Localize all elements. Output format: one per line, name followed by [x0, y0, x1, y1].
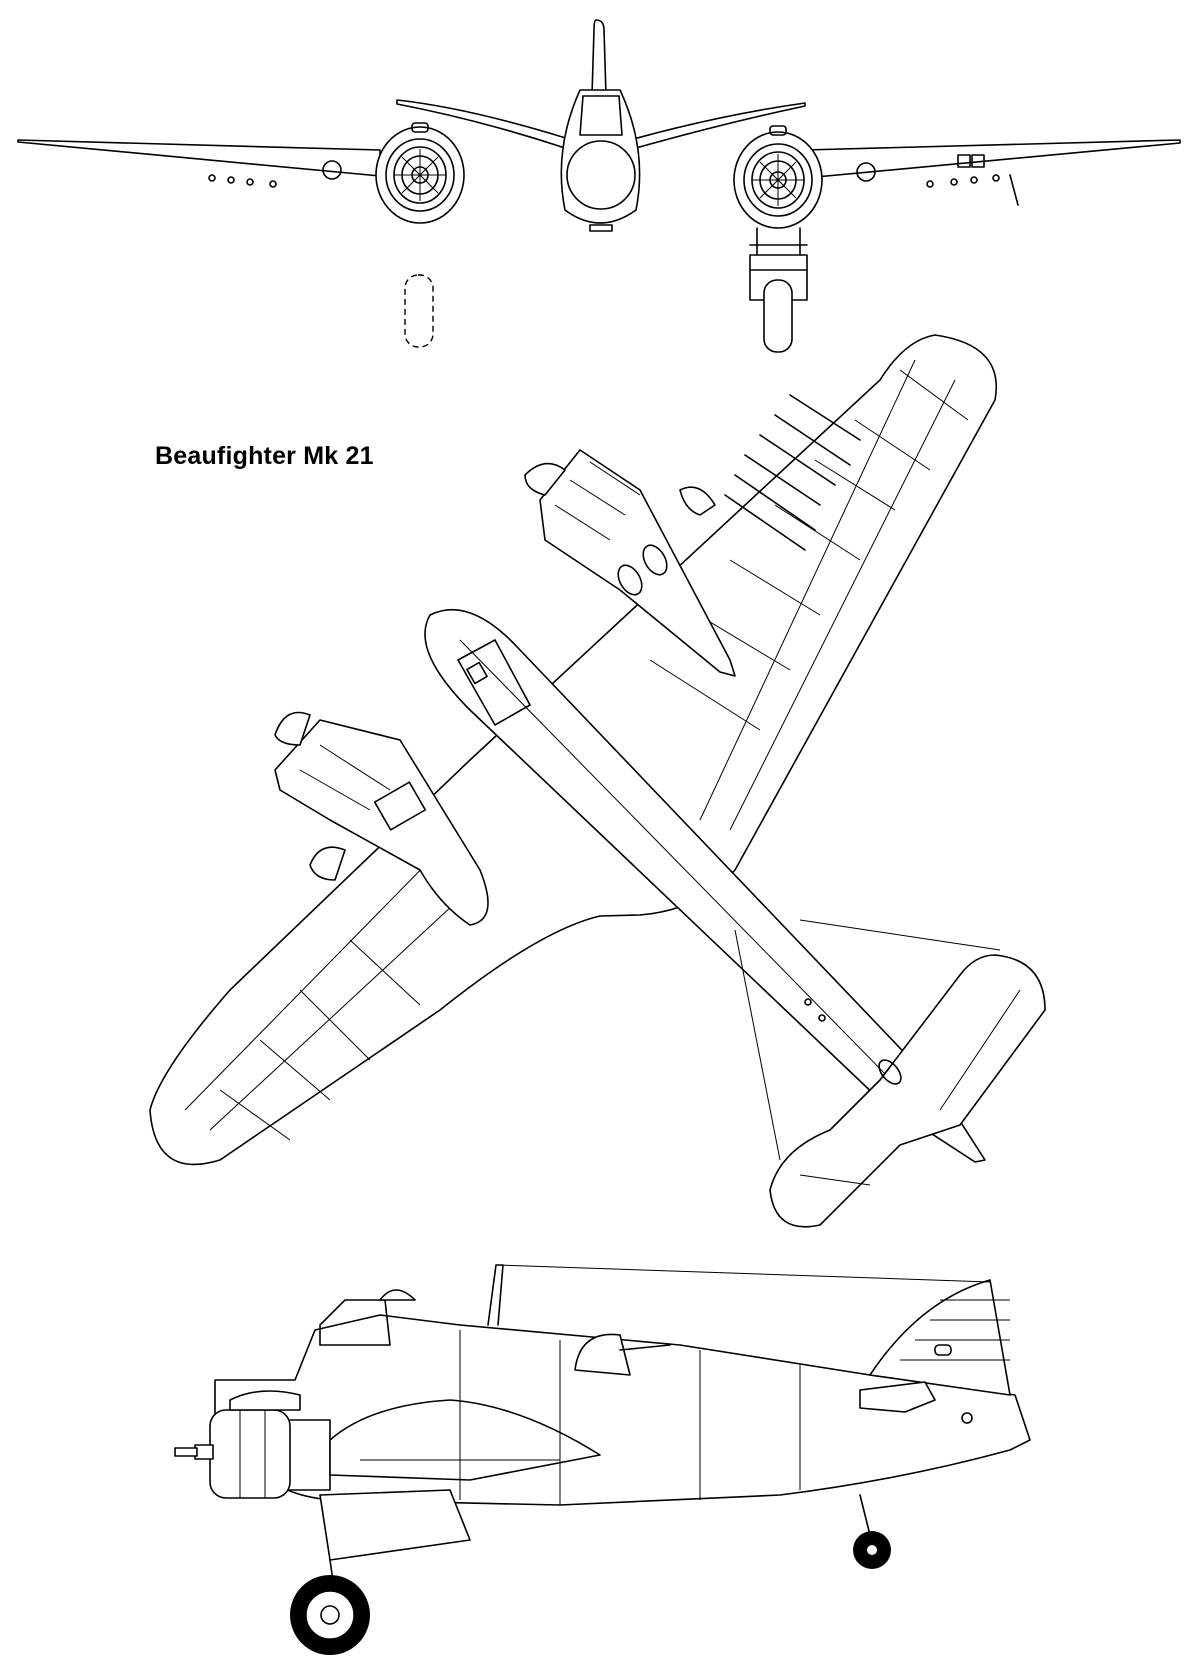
- plan-cockpit: [457, 639, 531, 726]
- front-left-roundel: [322, 160, 342, 180]
- front-right-wing: [804, 139, 1181, 179]
- plan-fuselage-detail-1: [804, 998, 812, 1006]
- front-right-roundel: [856, 162, 876, 182]
- plan-cockpit-window: [466, 661, 488, 685]
- front-left-engine: [375, 122, 465, 224]
- side-cockpit-blister: [379, 1289, 416, 1301]
- side-cockpit: [319, 1299, 391, 1346]
- side-engine: [174, 1390, 331, 1499]
- plan-left-nacelle: [274, 711, 489, 926]
- front-aerial-mast: [1009, 174, 1019, 206]
- side-rudder-lines: [900, 1299, 1010, 1361]
- side-tail-gear-leg: [859, 1494, 871, 1536]
- front-right-rocket-rails: [926, 174, 1000, 188]
- plan-fuselage-detail-2: [818, 1014, 826, 1022]
- plan-tailplane: [769, 954, 1046, 1228]
- plan-left-wing-spar-lines: [184, 849, 481, 1131]
- side-rear-gun: [619, 1344, 671, 1351]
- front-right-panel-2: [971, 154, 985, 168]
- side-tail-roundel: [961, 1412, 973, 1424]
- plan-view: [149, 334, 1046, 1228]
- front-nose-circle: [566, 140, 636, 210]
- front-view: [17, 19, 1181, 353]
- plan-right-wing-spar-lines: [699, 359, 956, 831]
- front-left-rocket-rails: [208, 174, 277, 188]
- side-gunner-dome: [574, 1333, 631, 1376]
- side-main-wheel: [290, 1575, 370, 1655]
- side-aerial-mast: [487, 1264, 504, 1326]
- side-fin-marking: [934, 1344, 952, 1356]
- plan-fuselage-centerline: [459, 639, 941, 1131]
- side-tailplane: [859, 1381, 936, 1413]
- plan-tail-bracing-lines: [734, 919, 1001, 1161]
- front-left-wing: [17, 139, 381, 177]
- aircraft-title: Beaufighter Mk 21: [155, 442, 374, 470]
- side-lower-nacelle: [319, 1489, 471, 1561]
- front-belly-hatch: [589, 224, 613, 232]
- side-fuselage-panel-lines: [459, 1330, 801, 1505]
- side-tail-wheel: [853, 1531, 891, 1569]
- plan-tailplane-lines: [799, 989, 1021, 1186]
- side-fin: [869, 1279, 1011, 1396]
- plan-right-nacelle: [524, 449, 736, 677]
- front-cockpit-canopy: [579, 95, 623, 136]
- front-fin: [591, 19, 607, 96]
- front-gear-retracted-outline: [404, 274, 434, 348]
- plan-wing-panel-lines: [219, 369, 969, 1141]
- front-right-engine: [733, 125, 823, 229]
- plan-rocket-rails: [724, 394, 861, 551]
- front-right-panel-1: [957, 154, 971, 168]
- front-main-gear: [749, 227, 808, 353]
- side-view: [174, 1264, 1031, 1655]
- plan-tailwheel-fairing: [878, 1059, 902, 1085]
- side-aerial-wire: [497, 1264, 991, 1283]
